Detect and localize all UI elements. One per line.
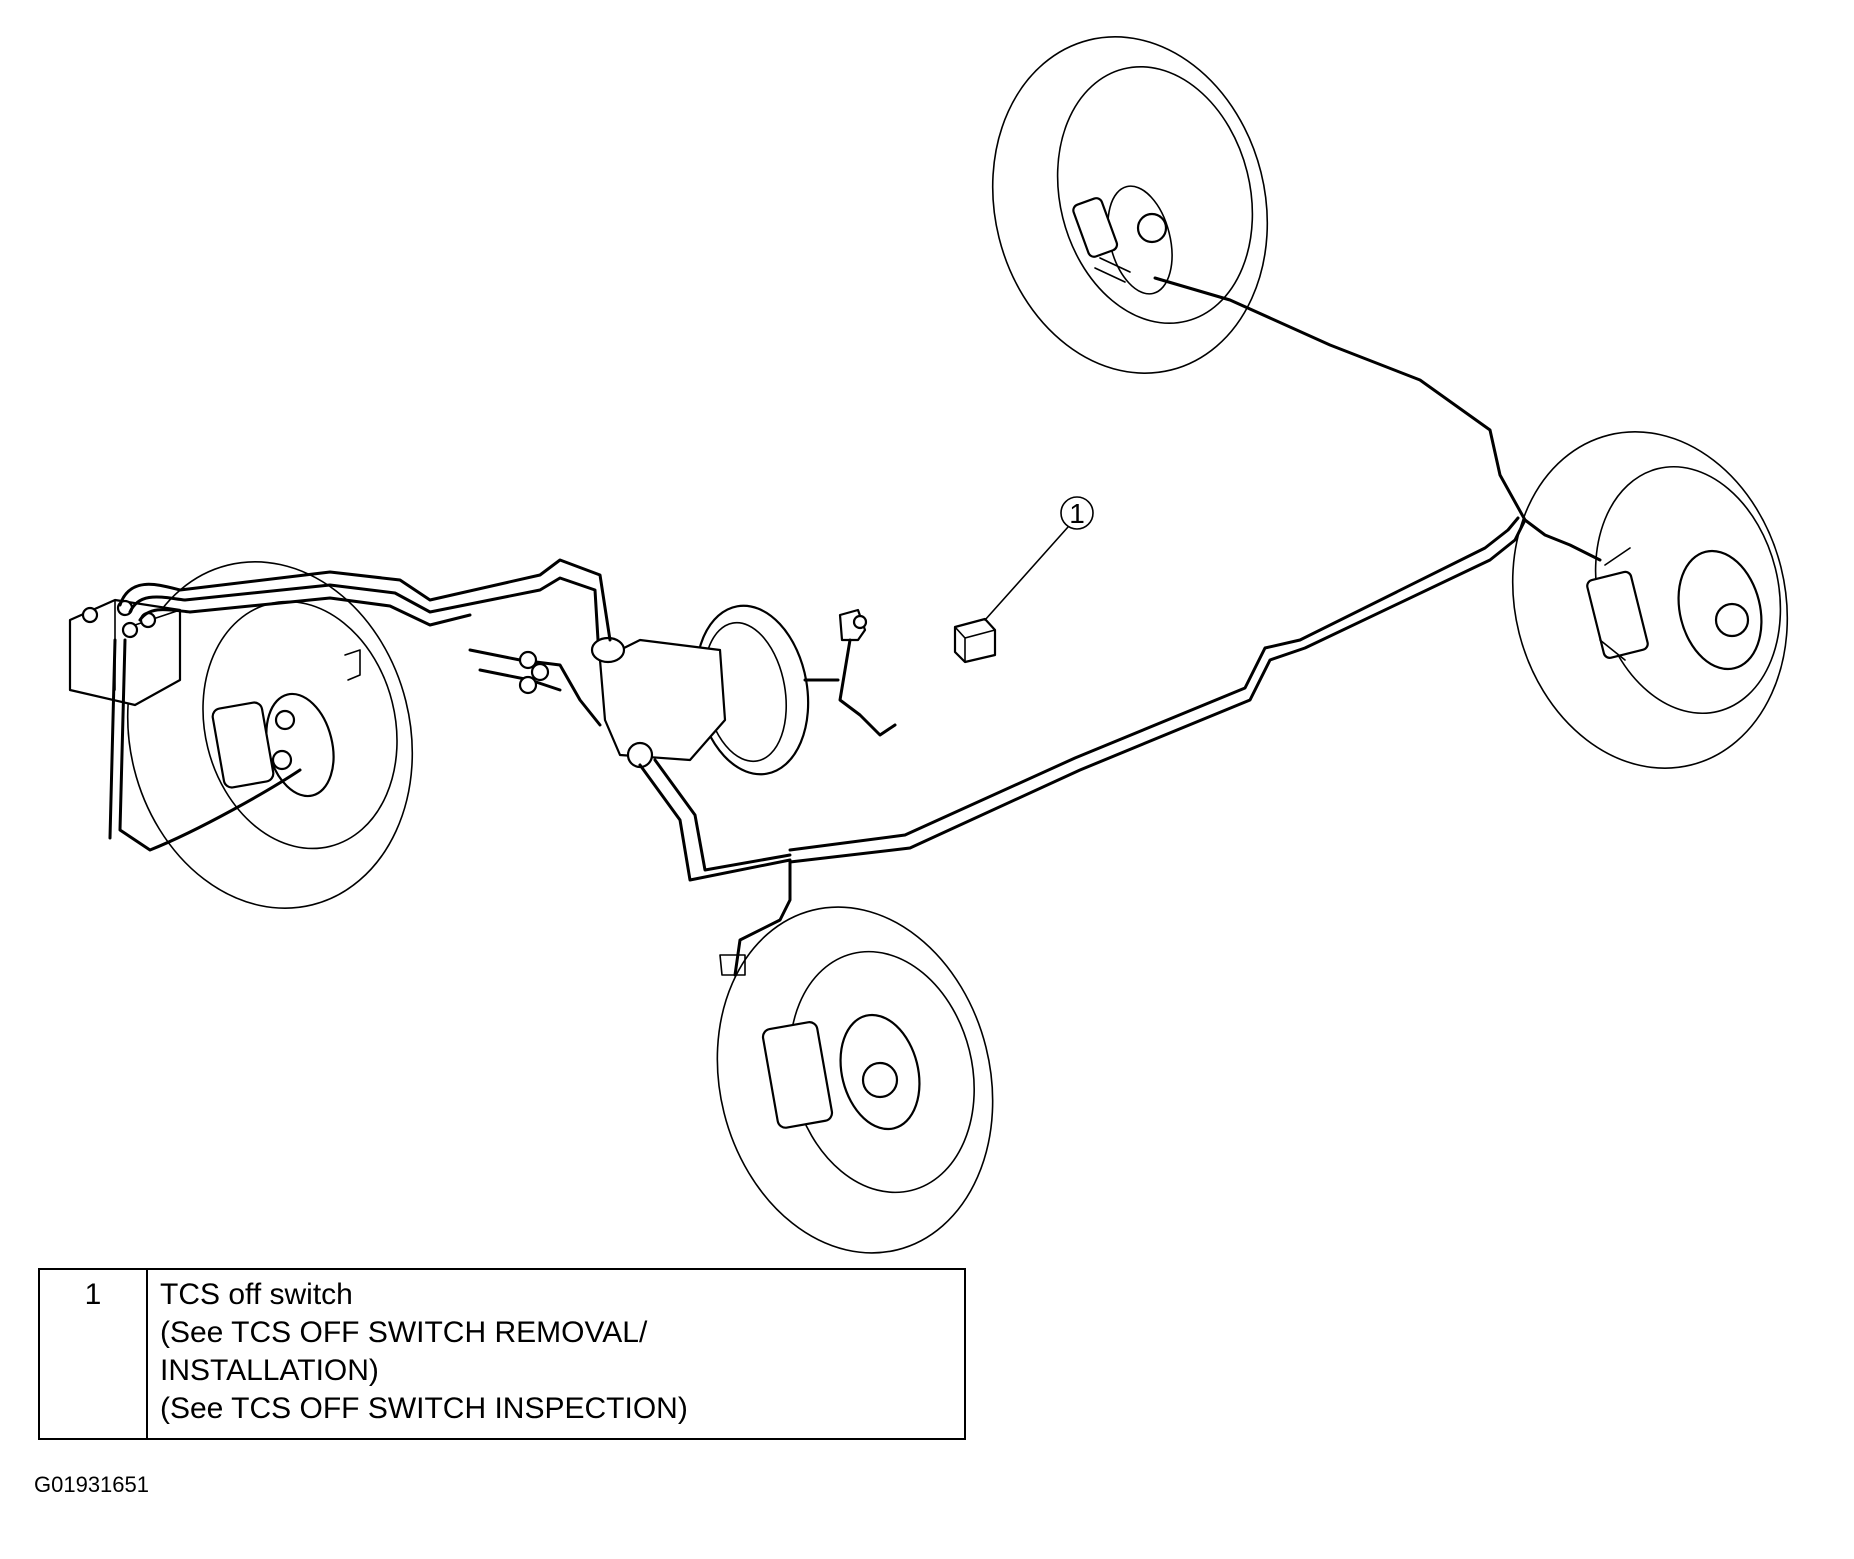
brake-booster	[590, 604, 810, 776]
tcs-off-switch	[953, 617, 997, 664]
legend-number: 1	[40, 1270, 148, 1438]
rear-left-wheel	[1511, 431, 1789, 769]
callout-1: 1	[984, 496, 1094, 621]
legend-table: 1 TCS off switch (See TCS OFF SWITCH REM…	[38, 1268, 966, 1440]
rear-right-wheel	[991, 36, 1269, 374]
brake-pedal	[803, 608, 897, 737]
legend-description: TCS off switch (See TCS OFF SWITCH REMOV…	[148, 1270, 964, 1438]
figure-code: G01931651	[34, 1472, 149, 1497]
front-left-wheel	[716, 906, 994, 1254]
legend-line: TCS off switch	[160, 1278, 353, 1311]
legend-line: INSTALLATION)	[160, 1354, 379, 1387]
legend-line: (See TCS OFF SWITCH REMOVAL/	[160, 1316, 648, 1349]
front-right-wheel	[126, 561, 414, 909]
callout-number: 1	[1069, 498, 1085, 529]
legend-line: (See TCS OFF SWITCH INSPECTION)	[160, 1392, 688, 1425]
brake-lines	[108, 276, 1602, 977]
